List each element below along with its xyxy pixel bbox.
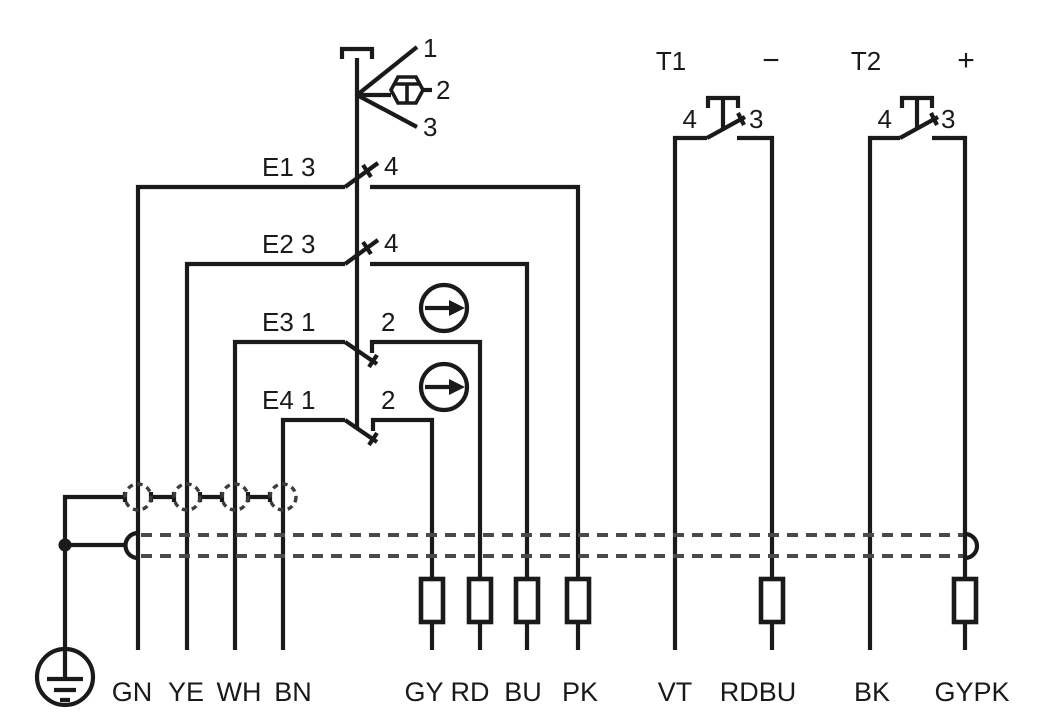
terminal-sleeve	[951, 576, 979, 625]
splice-circle-icon	[172, 482, 202, 512]
wire-ye	[184, 261, 345, 650]
ground-branch	[58, 482, 298, 648]
splice-link	[197, 492, 225, 502]
pin-3-label: 3	[423, 112, 437, 142]
terminal-sleeve	[466, 576, 494, 625]
terminal-sleeves	[418, 576, 979, 625]
wire-bn	[280, 417, 345, 650]
shield-connection-bump-right	[964, 531, 980, 561]
terminal-sleeve	[564, 576, 592, 625]
cable-shield	[123, 530, 980, 561]
wire-gypk	[932, 135, 968, 650]
blade-tick	[929, 112, 939, 126]
blade-tick	[367, 353, 379, 369]
switch-e1-label: E1 3	[262, 152, 316, 182]
button-t2-label: T2	[851, 46, 881, 76]
flow-direction-indicator-icon	[418, 361, 470, 413]
top-connector: 1 2 3	[339, 33, 450, 429]
blade-tick	[361, 240, 373, 256]
wire-rdbu	[737, 135, 775, 650]
terminal-sleeve	[513, 576, 541, 625]
blade-tick	[361, 163, 373, 179]
wire-bk	[867, 135, 900, 650]
switch-e1-terminal: 4	[384, 151, 398, 181]
button-t1-terminal-3: 3	[749, 104, 763, 134]
splice-link	[245, 492, 273, 502]
button-t1-label: T1	[656, 46, 686, 76]
switch-e4: E4 1 2	[262, 385, 395, 447]
wire-label-rd: RD	[451, 677, 490, 707]
wire-labels: GN YE WH BN GY RD BU PK VT RDBU BK GYPK	[112, 677, 1010, 707]
switch-e4-label: E4 1	[262, 385, 316, 415]
switch-e3: E3 1 2	[262, 307, 395, 369]
component-cube-icon	[388, 75, 426, 105]
terminal-sleeve	[758, 576, 786, 625]
switch-e2-terminal: 4	[384, 228, 398, 258]
switch-e3-label: E3 1	[262, 307, 316, 337]
connector-pin3-line	[356, 93, 418, 129]
push-button-t1: T1 − 4 3	[656, 44, 780, 140]
push-button-t2: T2 + 4 3	[851, 44, 975, 140]
button-t2-terminal-3: 3	[941, 104, 955, 134]
switch-blade	[705, 115, 747, 140]
wire-pk	[370, 184, 581, 650]
splice-circle-icon	[123, 482, 153, 512]
terminal-sleeve	[418, 576, 446, 625]
switch-blade	[898, 115, 940, 140]
wire-vt	[672, 135, 707, 650]
blade-tick	[367, 431, 379, 447]
button-t2-polarity: +	[957, 44, 975, 77]
wire-label-gy: GY	[404, 677, 443, 707]
wire-rd	[369, 339, 483, 650]
connector-bracket-icon	[339, 46, 375, 59]
splice-circle-icon	[268, 482, 298, 512]
wire-label-bu: BU	[504, 677, 542, 707]
wire-label-gypk: GYPK	[934, 677, 1009, 707]
wire-label-ye: YE	[168, 677, 204, 707]
button-t2-terminal-4: 4	[878, 104, 892, 134]
pin-2-label: 2	[436, 75, 450, 105]
wire-label-wh: WH	[217, 677, 262, 707]
ground-icon	[34, 646, 96, 708]
wire-label-vt: VT	[658, 677, 693, 707]
button-t1-terminal-4: 4	[683, 104, 697, 134]
button-t1-polarity: −	[762, 44, 780, 77]
wire-wh	[232, 339, 345, 650]
wire-label-rdbu: RDBU	[720, 677, 797, 707]
wire-label-pk: PK	[562, 677, 598, 707]
wire-label-bk: BK	[854, 677, 890, 707]
shield-connection-bump-left	[123, 530, 139, 561]
switch-blade	[343, 238, 380, 266]
wire-label-gn: GN	[112, 677, 153, 707]
ground-wire	[62, 494, 125, 648]
connector-pin1-line	[355, 45, 419, 97]
splice-circle-icon	[220, 482, 250, 512]
splice-link	[148, 492, 177, 502]
switch-e4-terminal: 2	[381, 385, 395, 415]
wire-bu	[370, 261, 530, 650]
switch-e3-terminal: 2	[381, 307, 395, 337]
wire-gn	[135, 184, 345, 650]
blade-tick	[736, 112, 746, 126]
switch-e1: E1 3 4	[262, 151, 398, 189]
pin-1-label: 1	[423, 33, 437, 63]
switch-e2: E2 3 4	[262, 228, 398, 266]
switch-e2-label: E2 3	[262, 229, 316, 259]
wire-label-bn: BN	[274, 677, 312, 707]
switch-blade	[343, 161, 380, 189]
flow-direction-indicator-icon	[418, 282, 470, 334]
